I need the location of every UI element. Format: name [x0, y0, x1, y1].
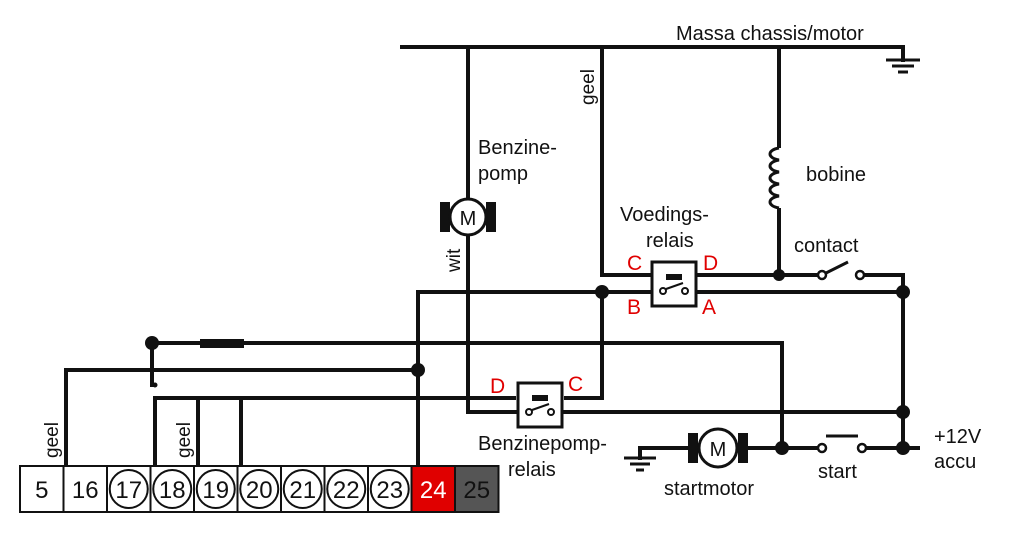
pomprelais-label-line1: Benzinepomp- [478, 433, 607, 455]
terminal-label: 25 [463, 477, 490, 504]
ground-label: Massa chassis/motor [676, 23, 864, 45]
pump-motor-symbol: M [460, 208, 477, 230]
battery-label-line2: accu [934, 451, 976, 473]
contact-label: contact [794, 235, 859, 257]
terminal-label: 22 [333, 477, 360, 504]
pump-label-line1: Benzine- [478, 137, 557, 159]
startmotor-icon [688, 427, 748, 469]
terminal-label: 19 [202, 477, 229, 504]
voedingsrelais-pin-b: B [627, 296, 641, 319]
pomprelais-label-line2: relais [508, 459, 556, 481]
connector-terminal-strip: 5 16 17 18 19 20 21 22 23 24 25 [19, 465, 500, 513]
terminal-label: 17 [115, 477, 142, 504]
terminal-label: 21 [289, 477, 316, 504]
terminal-16: 16 [62, 465, 108, 513]
junction-dot [896, 285, 910, 299]
wire-label-geel-top: geel [578, 69, 599, 105]
start-label: start [818, 461, 857, 483]
voedingsrelais-pin-a: A [702, 296, 716, 319]
pomprelais-pin-c: C [568, 373, 583, 396]
junction-dot [896, 405, 910, 419]
junction-dot [773, 269, 785, 281]
wire-label-geel-19: geel [174, 422, 195, 458]
terminal-label: 18 [159, 477, 186, 504]
voedingsrelais-pin-d: D [703, 252, 718, 275]
contact-switch-icon [816, 260, 866, 281]
terminal-22: 22 [323, 465, 369, 513]
junction-dot [775, 441, 789, 455]
wires [64, 45, 920, 468]
bobine-coil-icon [768, 146, 788, 210]
terminal-19: 19 [193, 465, 239, 513]
pomprelais-pin-d: D [490, 375, 505, 398]
voedingsrelais-label-line1: Voedings- [620, 204, 709, 226]
terminal-label: 24 [420, 477, 447, 504]
ground-rail-wire [400, 45, 905, 62]
wire-label-wit: wit [444, 248, 465, 273]
terminal-label: 5 [35, 477, 48, 504]
terminal-18: 18 [149, 465, 195, 513]
wire-pomprelais-d [153, 396, 516, 468]
terminal-label: 16 [72, 477, 99, 504]
voedingsrelais-label-line2: relais [646, 230, 694, 252]
terminal-5: 5 [19, 465, 65, 513]
terminal-24: 24 [410, 465, 456, 513]
wire-wit [466, 45, 905, 414]
junction-dots [145, 269, 910, 455]
voedingsrelais-pin-c: C [627, 252, 642, 275]
junction-dot [152, 382, 158, 388]
junction-dot [145, 336, 159, 350]
voedingsrelais-icon [650, 260, 698, 308]
bobine-label: bobine [806, 164, 866, 186]
terminal-20: 20 [236, 465, 282, 513]
junction-dot [411, 363, 425, 377]
wire-resistor-right [242, 341, 784, 450]
wire-geel-16 [64, 368, 420, 468]
junction-dot [896, 441, 910, 455]
junction-dot [595, 285, 609, 299]
chassis-ground-icon [886, 58, 920, 74]
wire-geel-ground [600, 45, 652, 277]
terminal-label: 20 [246, 477, 273, 504]
wire-startmotor-ground [638, 446, 690, 460]
terminal-25: 25 [454, 465, 500, 513]
benzinepomprelais-icon [516, 381, 564, 429]
wire-pomprelais-c [564, 290, 604, 400]
benzinepomp-motor-icon [440, 197, 496, 237]
terminal-17: 17 [106, 465, 152, 513]
startmotor-ground-icon [624, 456, 656, 472]
startmotor-label: startmotor [664, 478, 754, 500]
terminal-label: 23 [376, 477, 403, 504]
wire-label-geel-16: geel [42, 422, 63, 458]
startmotor-symbol: M [710, 439, 727, 461]
resistor-icon [200, 339, 244, 348]
terminal-21: 21 [280, 465, 326, 513]
start-switch-icon [816, 434, 868, 454]
pump-label-line2: pomp [478, 163, 528, 185]
wire-contact-right-rail [862, 273, 920, 450]
terminal-23: 23 [367, 465, 413, 513]
battery-label-line1: +12V [934, 426, 982, 448]
